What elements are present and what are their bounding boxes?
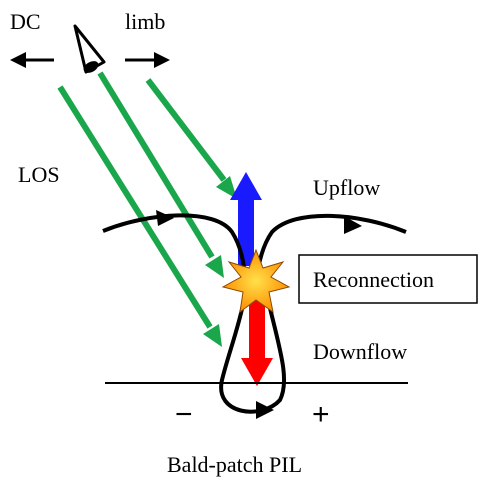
reconnection-callout: Reconnection	[298, 254, 478, 304]
negative-polarity-sign: −	[175, 398, 193, 431]
upflow-arrow	[230, 172, 262, 266]
los-arrow-2	[97, 71, 224, 278]
eye-icon	[73, 24, 106, 74]
los-arrows	[57, 71, 237, 347]
downflow-label: Downflow	[313, 339, 407, 364]
los-label: LOS	[18, 162, 60, 187]
pil-label: Bald-patch PIL	[167, 452, 302, 477]
dc-direction-arrow	[10, 52, 54, 68]
reconnection-label: Reconnection	[313, 267, 434, 292]
positive-polarity-sign: +	[312, 398, 330, 431]
downflow-arrow	[241, 300, 273, 386]
star-burst-icon	[221, 248, 291, 314]
limb-direction-arrow	[125, 52, 170, 68]
dc-label: DC	[10, 9, 41, 34]
upflow-label: Upflow	[313, 175, 380, 200]
los-arrow-1	[57, 85, 222, 347]
field-arrowhead-left	[156, 210, 174, 226]
field-arrowhead-bottom	[256, 401, 274, 419]
limb-label: limb	[125, 9, 165, 34]
los-arrow-3	[145, 78, 237, 199]
field-arrowhead-right	[344, 216, 362, 234]
